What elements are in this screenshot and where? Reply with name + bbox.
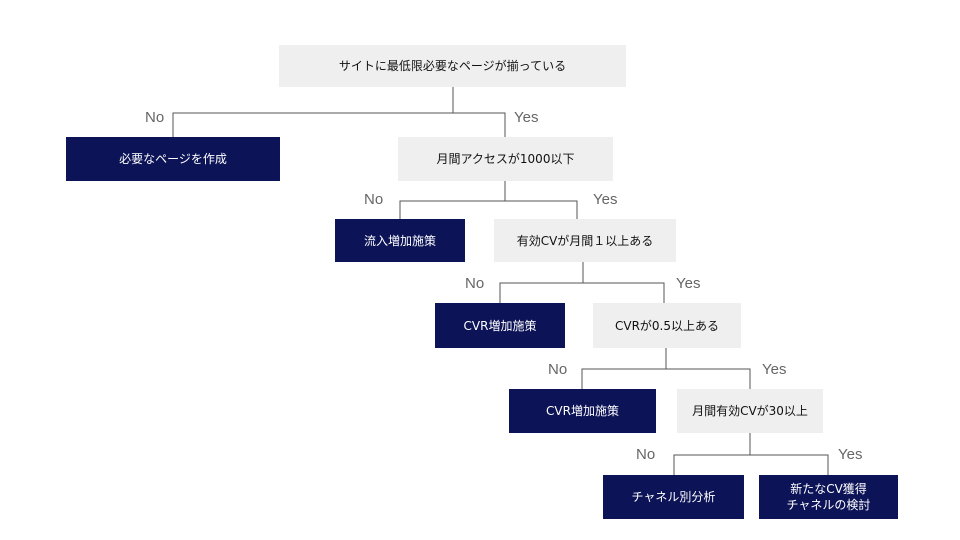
decision-monthly-access: 月間アクセスが1000以下 (398, 137, 613, 181)
branch-label-yes: Yes (514, 109, 539, 126)
branch-label-yes: Yes (838, 446, 863, 463)
action-increase-traffic: 流入増加施策 (335, 219, 465, 262)
decision-cvr-threshold: CVRが0.5以上ある (593, 303, 741, 348)
action-increase-cvr-2: CVR増加施策 (509, 389, 656, 433)
branch-label-no: No (364, 191, 384, 208)
action-create-pages: 必要なページを作成 (66, 137, 280, 181)
connector-q5-branches (673, 454, 829, 475)
branch-label-no: No (145, 109, 165, 126)
connector-q4-branches (581, 368, 751, 389)
decision-monthly-valid-cv: 月間有効CVが30以上 (677, 389, 823, 433)
action-new-cv-channel: 新たなCV獲得 チャネルの検討 (759, 475, 898, 519)
branch-label-no: No (465, 275, 485, 292)
decision-pages-ready: サイトに最低限必要なページが揃っている (279, 45, 626, 87)
action-channel-analysis: チャネル別分析 (603, 475, 744, 519)
action-increase-cvr-1: CVR増加施策 (435, 303, 565, 348)
connector-q1-branches (172, 112, 506, 137)
connector-q3-branches (499, 282, 665, 303)
branch-label-yes: Yes (676, 275, 701, 292)
branch-label-no: No (636, 446, 656, 463)
branch-label-no: No (548, 361, 568, 378)
branch-label-yes: Yes (762, 361, 787, 378)
decision-valid-cv-monthly: 有効CVが月間１以上ある (494, 219, 676, 262)
connector-q2-branches (399, 200, 578, 219)
branch-label-yes: Yes (593, 191, 618, 208)
